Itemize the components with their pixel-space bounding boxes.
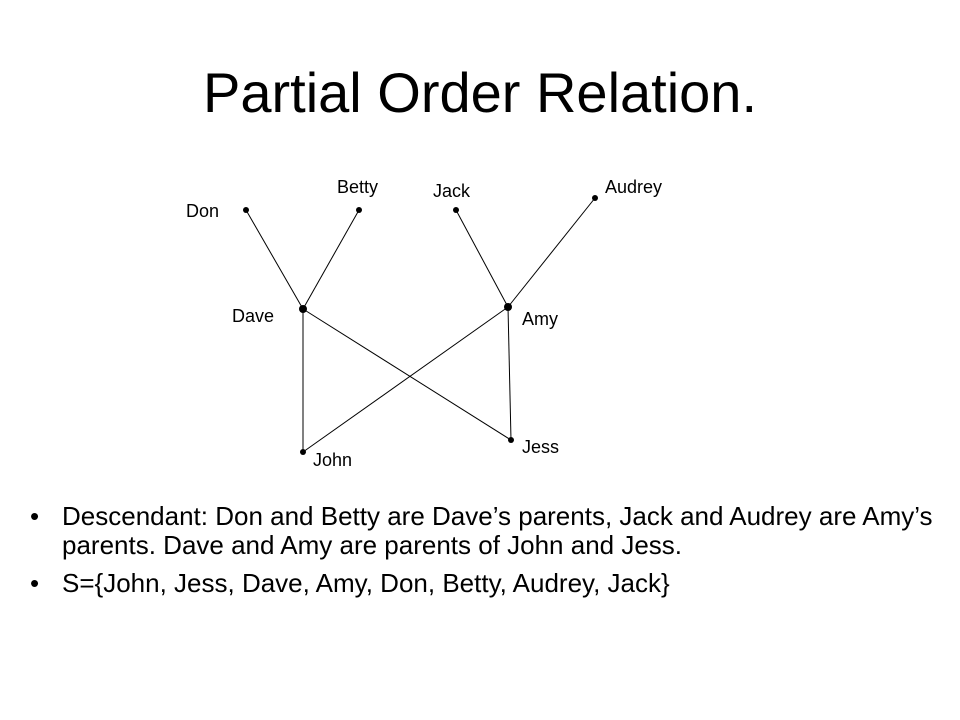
slide-title: Partial Order Relation. (202, 61, 757, 124)
node-jack-dot (453, 207, 459, 213)
node-amy-label: Amy (522, 309, 558, 329)
node-john-dot (300, 449, 306, 455)
node-dave-dot (299, 305, 307, 313)
edge-betty-dave (302, 209, 360, 310)
node-jack-label: Jack (433, 181, 471, 201)
node-jess-label: Jess (522, 437, 559, 457)
node-john-label: John (313, 450, 352, 470)
edge-amy-john (302, 306, 509, 453)
edge-jack-amy (455, 209, 509, 308)
bullet-list: Descendant: Don and Betty are Dave’s par… (24, 502, 954, 607)
node-audrey-label: Audrey (605, 177, 662, 197)
edge-audrey-amy (507, 197, 596, 308)
bullet-set-s: S={John, Jess, Dave, Amy, Don, Betty, Au… (24, 569, 954, 599)
node-amy-dot (504, 303, 512, 311)
edge-dave-jess (302, 308, 512, 441)
edge-amy-jess (507, 306, 512, 441)
node-don-dot (243, 207, 249, 213)
node-audrey-dot (592, 195, 598, 201)
edge-don-dave (245, 209, 304, 310)
node-jess-dot (508, 437, 514, 443)
bullet-descendant: Descendant: Don and Betty are Dave’s par… (24, 502, 954, 560)
node-don-label: Don (186, 201, 219, 221)
node-dave-label: Dave (232, 306, 274, 326)
node-betty-dot (356, 207, 362, 213)
node-betty-label: Betty (337, 177, 378, 197)
